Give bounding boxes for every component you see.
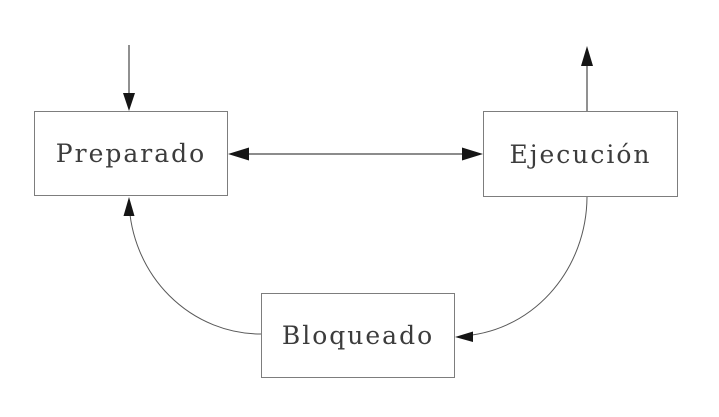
- node-preparado: Preparado: [34, 111, 228, 196]
- preparado-ejecucion-arrow: [228, 147, 483, 161]
- arrowhead-up-icon: [123, 197, 135, 216]
- ejecucion-bloqueado-arrow: [455, 196, 588, 342]
- node-bloqueado: Bloqueado: [261, 293, 455, 378]
- ejecucion-bloqueado-curve: [459, 196, 588, 337]
- arrowhead-right-icon: [462, 147, 483, 161]
- termination-arrow: [581, 46, 593, 111]
- node-ejecucion: Ejecución: [483, 111, 678, 197]
- arrowhead-left-icon: [455, 331, 473, 342]
- arrowhead-down-icon: [123, 93, 135, 111]
- bloqueado-preparado-curve: [128, 201, 262, 335]
- node-bloqueado-label: Bloqueado: [281, 321, 435, 350]
- bloqueado-preparado-arrow: [123, 197, 262, 335]
- node-preparado-label: Preparado: [55, 139, 207, 168]
- arrowhead-up-icon: [581, 46, 593, 66]
- admission-arrow: [123, 45, 135, 111]
- node-ejecucion-label: Ejecución: [509, 139, 652, 169]
- arrowhead-left-icon: [228, 147, 249, 161]
